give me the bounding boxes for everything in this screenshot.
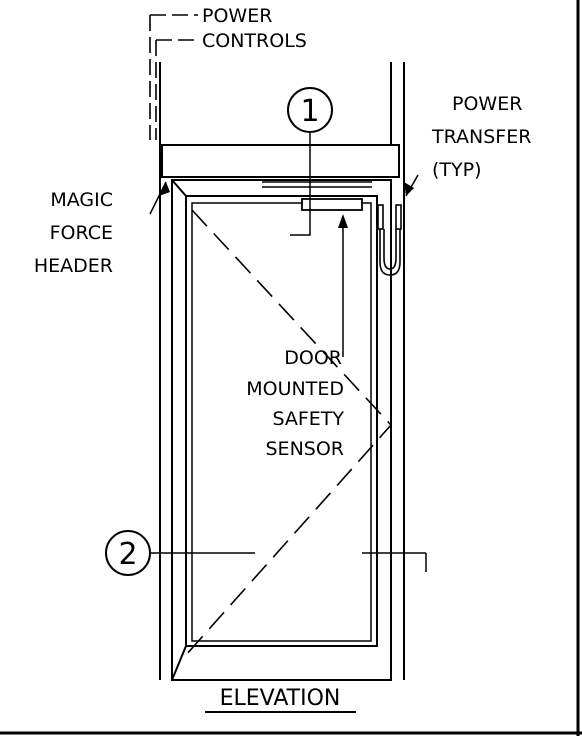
label-power: POWER [202, 5, 272, 27]
label-power-transfer-3: (TYP) [432, 159, 482, 181]
callout-2-number: 2 [118, 537, 137, 572]
callout-2-bubble [105, 530, 151, 576]
label-power-transfer-2: TRANSFER [431, 126, 531, 148]
power-transfer-device [377, 204, 402, 276]
callout-1-number: 1 [300, 94, 319, 129]
power-controls-conduits [149, 14, 198, 140]
magic-force-header [161, 144, 400, 178]
callout-1-bubble [287, 87, 333, 133]
label-safety: SAFETY [272, 408, 344, 430]
header-arrowhead [159, 182, 170, 196]
label-magic: MAGIC [50, 189, 113, 211]
door-frame [171, 179, 392, 681]
label-force: FORCE [50, 222, 113, 244]
label-controls: CONTROLS [202, 30, 307, 52]
transfer-arrowhead [404, 182, 414, 196]
label-mounted: MOUNTED [246, 378, 344, 400]
wall-opening [159, 62, 405, 680]
label-sensor: SENSOR [266, 438, 345, 460]
label-power-transfer-1: POWER [452, 93, 522, 115]
safety-sensor [301, 198, 363, 211]
label-door: DOOR [284, 347, 342, 369]
label-header: HEADER [34, 255, 113, 277]
drawing-title: ELEVATION [220, 686, 341, 711]
sensor-arrowhead [338, 214, 348, 228]
door-swing-indicator [185, 209, 393, 656]
operator-track [262, 181, 372, 188]
leader-lines [149, 132, 427, 572]
door-glass-panel [191, 202, 372, 642]
